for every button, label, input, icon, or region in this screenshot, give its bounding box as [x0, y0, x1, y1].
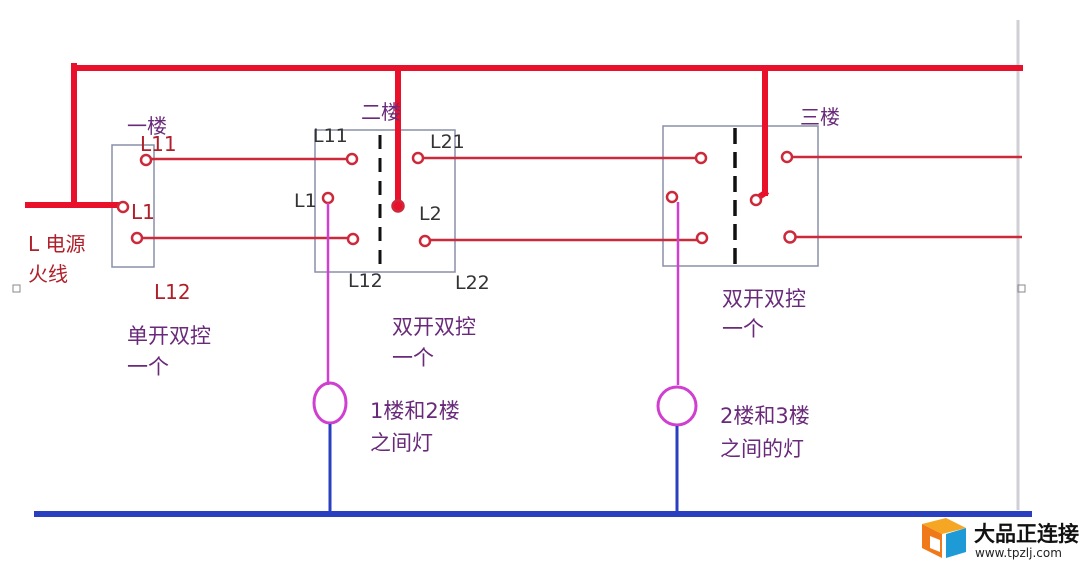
s1-label-L1: L1 — [131, 200, 155, 224]
caption-switch3-line2: 一个 — [722, 317, 764, 341]
floor1-label: 一楼 — [127, 114, 167, 138]
s2-label-L1: L1 — [294, 190, 317, 212]
watermark-name: 大品正连接 — [974, 522, 1079, 546]
lamp2-caption-line1: 2楼和3楼 — [720, 404, 810, 428]
lamp2-caption-line2: 之间的灯 — [720, 437, 804, 461]
s1-label-L11: L11 — [140, 132, 177, 156]
switch-terminals — [116, 150, 797, 248]
lamp1-caption-line2: 之间灯 — [370, 431, 433, 455]
handle-mid-left — [12, 284, 21, 293]
lamp1-caption-line1: 1楼和2楼 — [370, 399, 460, 423]
s2-label-L2: L2 — [419, 203, 442, 225]
caption-switch2-line2: 一个 — [392, 346, 434, 370]
lamp-between-floor1-floor2 — [312, 381, 348, 425]
traveller-wires — [137, 155, 1022, 242]
s2-label-L21: L21 — [430, 131, 465, 153]
caption-switch2-line1: 双开双控 — [392, 315, 476, 339]
s2-label-L22: L22 — [455, 272, 490, 294]
s2-label-L11: L11 — [313, 125, 348, 147]
live-wire — [25, 63, 1023, 208]
s2-label-L12: L12 — [348, 270, 383, 292]
watermark: 大品正连接 www.tpzlj.com — [922, 518, 1079, 560]
handle-mid-right — [1017, 284, 1026, 293]
caption-switch1-line2: 一个 — [127, 355, 169, 379]
caption-switch3-line1: 双开双控 — [722, 287, 806, 311]
watermark-logo-icon — [922, 518, 966, 558]
lamp-between-floor2-floor3 — [656, 385, 698, 427]
switch-box-floor3 — [662, 125, 819, 267]
floor3-label: 三楼 — [800, 105, 840, 129]
caption-switch1-line1: 单开双控 — [127, 324, 211, 348]
s1-label-L12: L12 — [154, 280, 191, 304]
watermark-url: www.tpzlj.com — [975, 546, 1062, 560]
power-label-line1: L 电源 — [28, 232, 86, 256]
neutral-wire — [34, 424, 1032, 517]
switch-box-floor2 — [314, 129, 456, 273]
lamp-wires — [326, 202, 680, 385]
power-label-line2: 火线 — [28, 262, 68, 286]
floor2-label: 二楼 — [361, 100, 401, 124]
